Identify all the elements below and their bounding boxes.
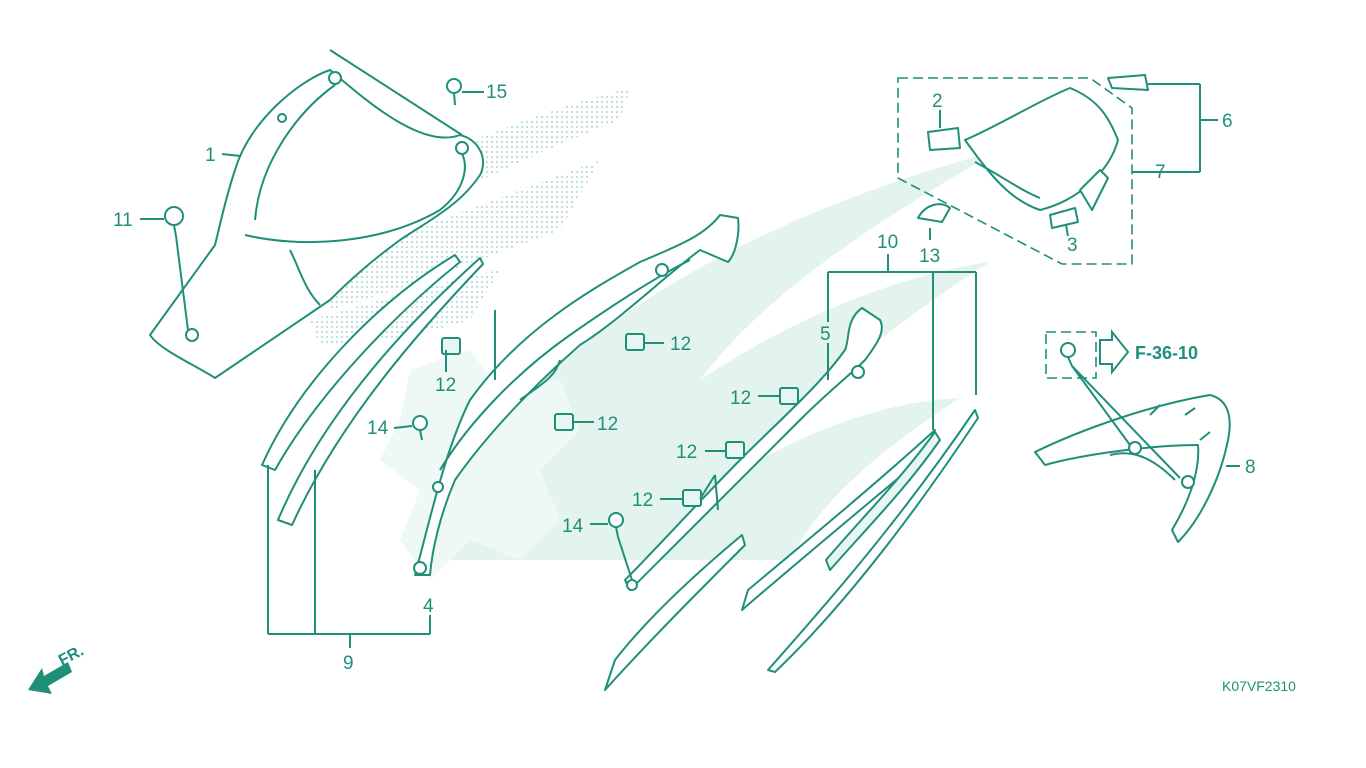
callout-14-a: 14: [367, 418, 389, 439]
callout-12-e: 12: [676, 442, 697, 463]
callout-9: 9: [343, 653, 354, 674]
callout-labels: 1 2 3 4 5 6 7 8 9 10 11 12 12 12 12 12 1…: [56, 82, 1296, 694]
callout-11: 11: [113, 210, 133, 231]
callout-7: 7: [1155, 162, 1166, 183]
part-10-side-stripe: [767, 409, 979, 673]
callout-3: 3: [1067, 235, 1078, 256]
part-4-left-body-cover: [413, 214, 740, 576]
part-8-rear-center-cover: [1034, 394, 1231, 543]
front-direction-arrow-icon: [28, 662, 72, 694]
leader-lines: [140, 49, 1240, 648]
callout-12-d: 12: [730, 388, 751, 409]
callout-13: 13: [919, 246, 940, 267]
callout-6: 6: [1222, 111, 1233, 132]
callout-14-b: 14: [562, 516, 584, 537]
callout-12-f: 12: [632, 490, 653, 511]
callout-12-c: 12: [597, 414, 618, 435]
callout-10: 10: [877, 232, 898, 253]
diagram-code: K07VF2310: [1222, 678, 1296, 694]
callout-1: 1: [205, 145, 216, 166]
reference-arrow-icon: [1099, 329, 1130, 375]
callout-12-a: 12: [435, 375, 456, 396]
screws-bolts: [164, 78, 1076, 538]
part-9-side-stripes: [261, 254, 484, 526]
reference-label: F-36-10: [1135, 343, 1198, 363]
part-1-rear-center-cowl: [149, 69, 485, 379]
part-5-right-body-cover: [604, 307, 936, 691]
callout-15: 15: [486, 82, 507, 103]
part-7-rear-grip-assy: [917, 74, 1149, 229]
dashed-group-boxes: [897, 77, 1133, 379]
callout-12-b: 12: [670, 334, 691, 355]
clip-fasteners: [441, 333, 799, 507]
callout-8: 8: [1245, 457, 1256, 478]
callout-4: 4: [423, 596, 434, 617]
callout-2: 2: [932, 91, 943, 112]
callout-5: 5: [820, 324, 831, 345]
front-direction-label: FR.: [56, 642, 87, 669]
